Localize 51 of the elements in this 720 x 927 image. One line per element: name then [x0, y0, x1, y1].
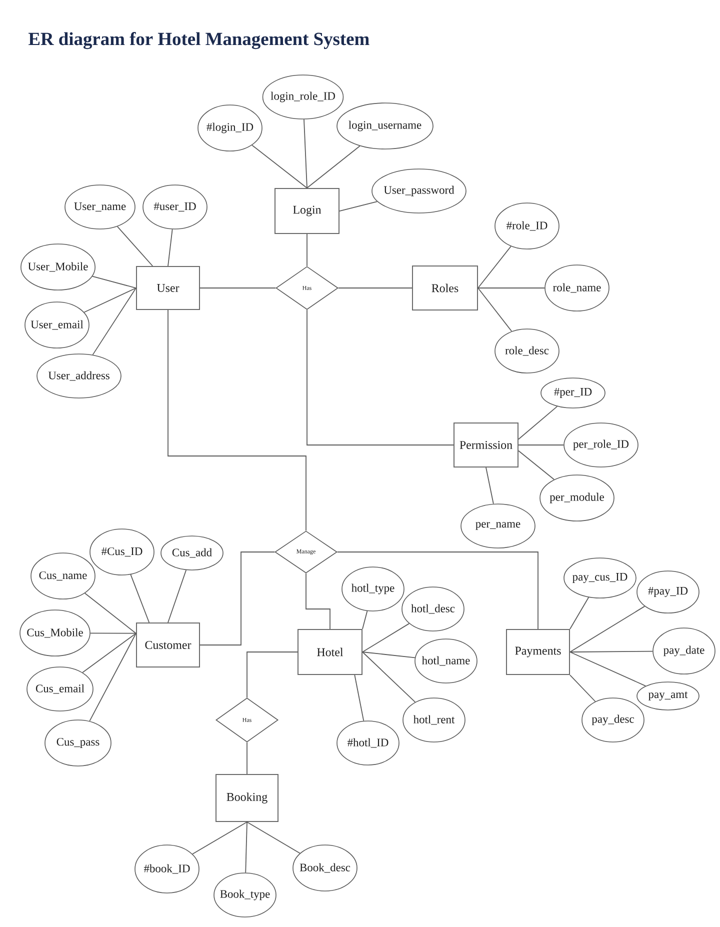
- connector-line: [518, 444, 564, 446]
- connector-line: [362, 610, 368, 630]
- connector-line: [486, 467, 494, 504]
- connector-line: [570, 674, 596, 702]
- connector-line: [306, 309, 454, 446]
- connector-line: [246, 822, 300, 854]
- connector-line: [245, 822, 248, 874]
- connector-line: [246, 652, 298, 698]
- connector-line: [82, 632, 136, 673]
- connector-line: [89, 632, 136, 722]
- connector-line: [92, 288, 136, 356]
- connector-line: [570, 606, 646, 652]
- entity-box: Login: [274, 188, 340, 234]
- connector-line: [192, 822, 248, 854]
- connector-line: [168, 310, 306, 532]
- connector-line: [362, 623, 410, 652]
- connector-line: [200, 552, 276, 646]
- entity-box: Hotel: [298, 629, 362, 675]
- title: ER diagram for Hotel Management System: [28, 32, 370, 50]
- connector-line: [306, 234, 308, 267]
- entity-box: Permission: [454, 422, 518, 468]
- connector-line: [92, 276, 136, 288]
- connector-line: [336, 552, 538, 630]
- connector-line: [84, 288, 136, 313]
- connector-line: [478, 246, 512, 288]
- connector-line: [570, 596, 590, 630]
- connector-line: [354, 674, 364, 722]
- entity-box: Payments: [506, 629, 570, 675]
- connector-line: [362, 652, 416, 658]
- connector-line: [246, 742, 248, 774]
- connector-line: [168, 570, 187, 623]
- connector-line: [306, 146, 360, 188]
- connector-line: [168, 228, 173, 266]
- connector-line: [90, 632, 136, 634]
- entity-box: User: [136, 266, 200, 310]
- connector-line: [362, 652, 416, 703]
- connector-line: [116, 226, 154, 266]
- connector-line: [570, 652, 646, 686]
- connector-line: [518, 406, 558, 440]
- connector-line: [306, 572, 330, 630]
- entity-box: Customer: [136, 622, 200, 668]
- connector-line: [518, 450, 555, 480]
- connector-line: [478, 288, 512, 332]
- connector-line: [570, 650, 654, 652]
- connector-line: [339, 201, 378, 212]
- connector-line: [130, 574, 150, 623]
- connector-line: [304, 118, 308, 188]
- connector-line: [252, 144, 308, 188]
- connector-line: [84, 592, 136, 634]
- entity-box: Roles: [412, 266, 478, 310]
- entity-box: Booking: [216, 774, 278, 822]
